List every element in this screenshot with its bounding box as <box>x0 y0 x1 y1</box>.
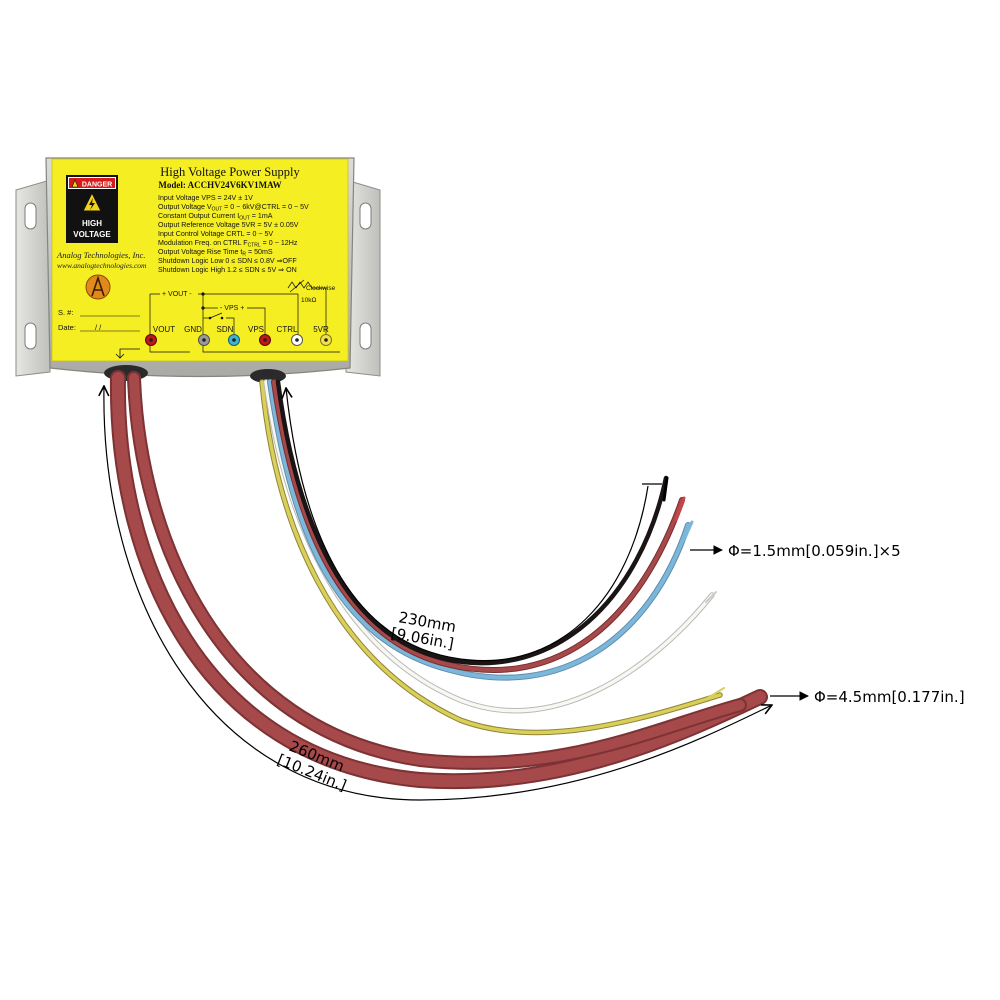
spec-control-voltage: Input Control Voltage CRTL = 0 ~ 5V <box>158 230 273 238</box>
clockwise-label: Clockwise <box>306 285 336 292</box>
left-mounting-slot-top <box>24 202 37 230</box>
pin-label-vout: VOUT <box>153 325 175 334</box>
label-model: Model: ACCHV24V6KV1MAW <box>158 180 281 190</box>
spec-shutdown-low: Shutdown Logic Low 0 ≤ SDN ≤ 0.8V ⇒OFF <box>158 257 297 265</box>
pin-label-5vr: 5VR <box>313 325 329 334</box>
spec-shutdown-high: Shutdown Logic High 1.2 ≤ SDN ≤ 5V ⇒ ON <box>158 266 297 274</box>
ground-arrow-icon <box>115 348 140 359</box>
spec-list: Input Voltage VPS = 24V ± 1V Output Volt… <box>158 194 309 274</box>
pin-terminals <box>145 334 332 346</box>
serial-label: S. #: <box>58 308 73 317</box>
logo-a-icon <box>91 275 105 297</box>
lightning-bolt-icon <box>89 198 95 210</box>
pin-label-sdn: SDN <box>217 325 234 334</box>
danger-sign: DANGER HIGH VOLTAGE <box>66 175 118 243</box>
dimension-annotations <box>104 386 809 801</box>
thick-diameter-label: Φ=4.5mm[0.177in.] <box>814 688 965 706</box>
spec-input-voltage: Input Voltage VPS = 24V ± 1V <box>158 194 253 202</box>
label-title: High Voltage Power Supply <box>160 165 300 179</box>
warning-triangle-icon <box>71 179 79 188</box>
thick-length-arc <box>104 386 772 801</box>
spec-rise-time: Output Voltage Rise Time tR = 50mS <box>158 248 273 258</box>
left-mounting-slot-bottom <box>24 322 37 350</box>
signal-cable-grommet <box>250 369 286 383</box>
wire-blue <box>267 379 691 681</box>
pin-labels: VOUT GND SDN VPS CTRL 5VR <box>153 325 329 334</box>
product-label: High Voltage Power Supply Model: ACCHV24… <box>56 165 340 359</box>
company-website: www.analogtechnologies.com <box>57 261 147 270</box>
pin-label-gnd: GND <box>184 325 202 334</box>
pin-label-ctrl: CTRL <box>277 325 298 334</box>
right-mounting-slot-bottom <box>359 322 372 350</box>
danger-word: DANGER <box>82 182 112 189</box>
wiring-schematic <box>149 279 340 353</box>
right-mounting-slot-top <box>359 202 372 230</box>
thin-length-arc <box>286 388 649 662</box>
company-logo <box>85 274 111 300</box>
thin-diameter-label: Φ=1.5mm[0.059in.]×5 <box>728 542 901 560</box>
warning-line-1: HIGH <box>82 219 102 228</box>
signal-wires <box>259 379 725 736</box>
vps-bus-label: - VPS + <box>220 305 244 312</box>
sdn-switch <box>209 312 223 319</box>
warning-line-2: VOLTAGE <box>73 230 111 239</box>
pin-label-vps: VPS <box>248 325 264 334</box>
wire-red <box>271 379 685 673</box>
spec-output-voltage: Output Voltage VOUT = 0 ~ 6kV@CTRL = 0 ~… <box>158 203 309 213</box>
spec-reference-voltage: Output Reference Voltage 5VR = 5V ± 0.05… <box>158 221 299 229</box>
spec-output-current: Constant Output Current IOUT = 1mA <box>158 212 273 222</box>
company-name: Analog Technologies, Inc. <box>56 250 145 260</box>
spec-modulation-freq: Modulation Freq. on CTRL FCTRL = 0 ~ 12H… <box>158 239 298 249</box>
resistor-label: 10kΩ <box>301 297 316 304</box>
vout-bus-label: + VOUT - <box>162 291 192 298</box>
date-label: Date: <box>58 323 76 332</box>
left-mounting-flange <box>15 179 51 377</box>
date-slashes: / / <box>95 323 102 332</box>
